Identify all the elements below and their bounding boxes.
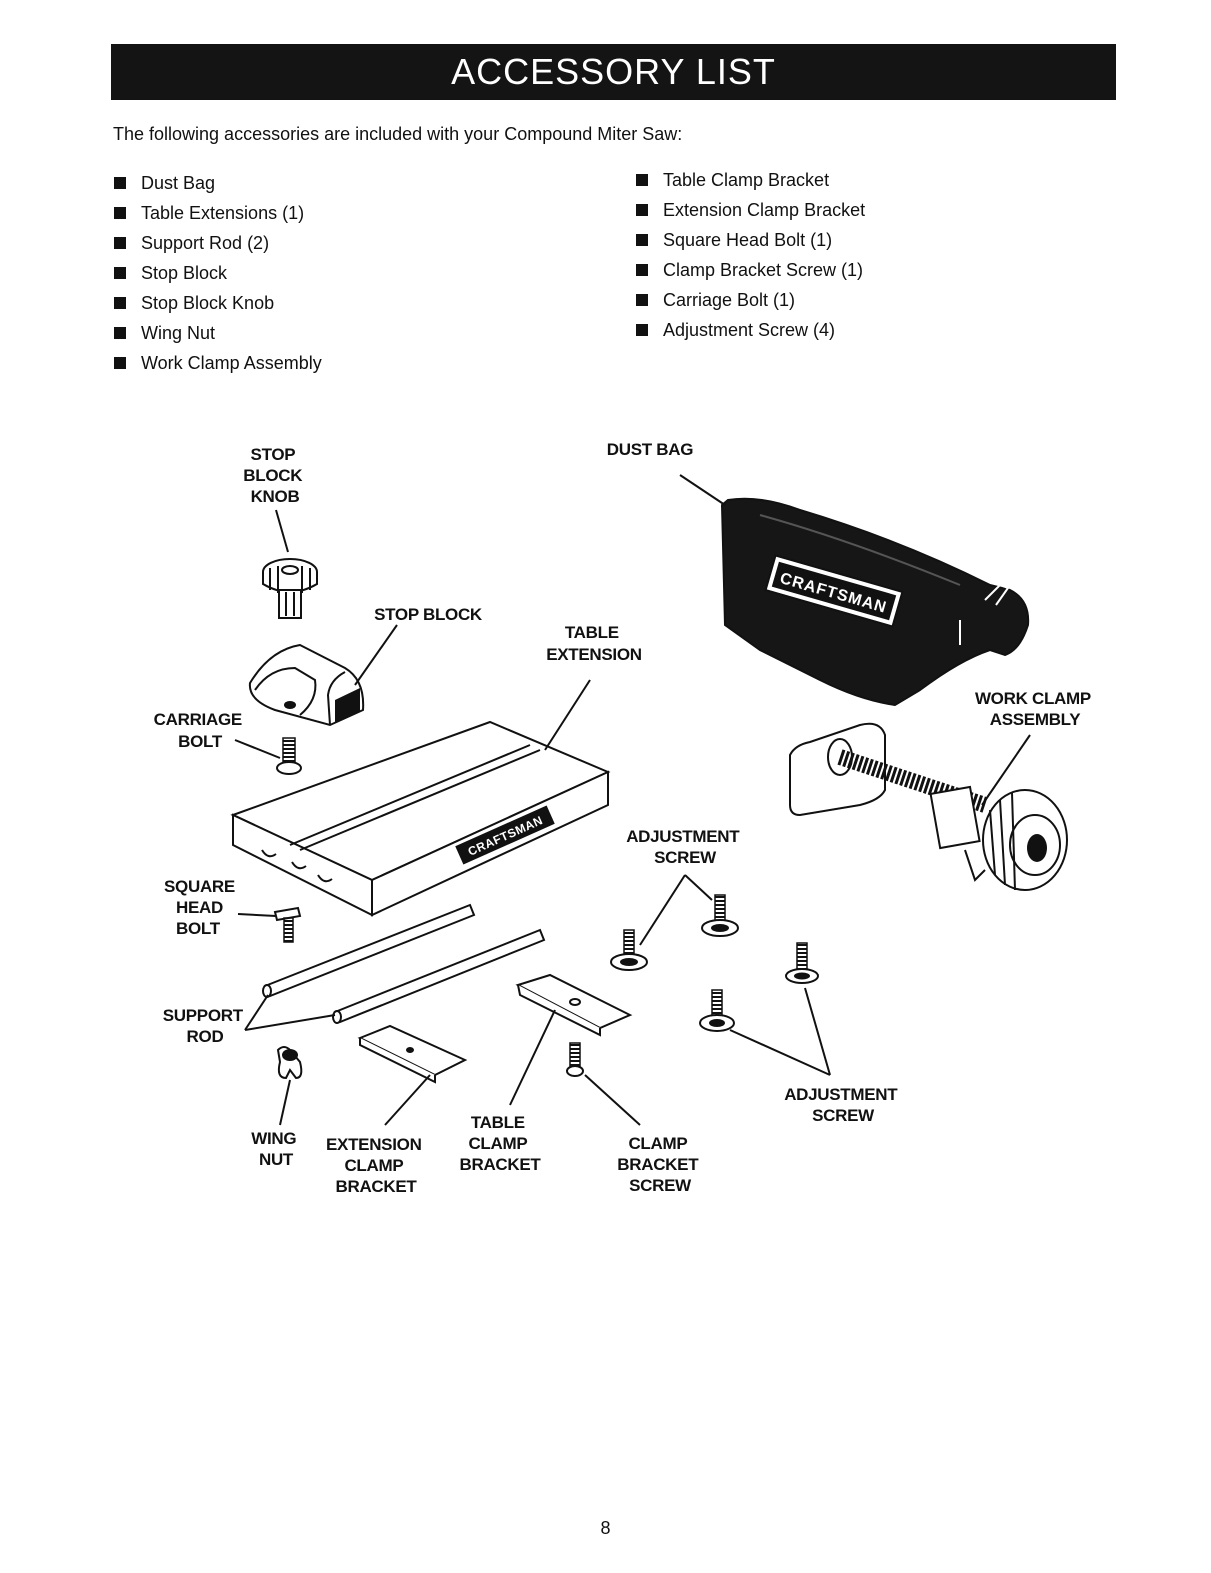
accessory-list-left: Dust Bag Table Extensions (1) Support Ro… xyxy=(114,168,322,378)
bullet-square-icon xyxy=(636,324,648,336)
label-wing-nut: WING NUT xyxy=(251,1129,301,1169)
label-stop-block-knob: STOP BLOCK KNOB xyxy=(243,445,306,506)
page-title: ACCESSORY LIST xyxy=(451,51,776,92)
work-clamp-assembly-illustration xyxy=(789,722,1068,891)
dust-bag-illustration: CRAFTSMAN xyxy=(720,497,1030,707)
bullet-square-icon xyxy=(114,207,126,219)
header-banner: ACCESSORY LIST xyxy=(111,44,1116,100)
bullet-square-icon xyxy=(114,267,126,279)
wing-nut-illustration xyxy=(276,1046,303,1080)
part-labels: STOP BLOCK KNOB DUST BAG STOP BLOCK TABL… xyxy=(154,440,1095,1196)
label-adjustment-screw-bottom: ADJUSTMENT SCREW xyxy=(784,1085,902,1125)
bullet-square-icon xyxy=(114,237,126,249)
list-item: Carriage Bolt (1) xyxy=(636,285,865,315)
list-item: Adjustment Screw (4) xyxy=(636,315,865,345)
bullet-square-icon xyxy=(636,234,648,246)
label-extension-clamp-bracket: EXTENSION CLAMP BRACKET xyxy=(326,1135,426,1196)
label-table-extension: TABLE EXTENSION xyxy=(546,623,642,664)
list-item: Wing Nut xyxy=(114,318,322,348)
bullet-square-icon xyxy=(636,204,648,216)
label-work-clamp-assembly: WORK CLAMP ASSEMBLY xyxy=(975,689,1095,729)
label-square-head-bolt: SQUARE HEAD BOLT xyxy=(164,877,239,938)
bullet-square-icon xyxy=(114,177,126,189)
label-adjustment-screw-top: ADJUSTMENT SCREW xyxy=(626,827,744,867)
carriage-bolt-illustration xyxy=(276,737,302,775)
label-stop-block: STOP BLOCK xyxy=(374,605,483,624)
list-item: Stop Block Knob xyxy=(114,288,322,318)
list-item: Work Clamp Assembly xyxy=(114,348,322,378)
bullet-square-icon xyxy=(114,297,126,309)
bullet-square-icon xyxy=(114,357,126,369)
list-item: Table Clamp Bracket xyxy=(636,165,865,195)
stop-block-illustration xyxy=(248,643,365,727)
list-item: Support Rod (2) xyxy=(114,228,322,258)
support-rod-illustration xyxy=(262,903,546,1024)
list-item: Clamp Bracket Screw (1) xyxy=(636,255,865,285)
extension-clamp-bracket-illustration xyxy=(357,1024,468,1084)
list-item: Table Extensions (1) xyxy=(114,198,322,228)
bullet-square-icon xyxy=(636,174,648,186)
table-extension-illustration: CRAFTSMAN xyxy=(230,720,611,917)
table-clamp-bracket-illustration xyxy=(515,973,633,1037)
list-item: Stop Block xyxy=(114,258,322,288)
square-head-bolt-illustration xyxy=(273,906,302,943)
adjustment-screw-illustration xyxy=(610,894,819,1032)
label-table-clamp-bracket: TABLE CLAMP BRACKET xyxy=(459,1113,541,1174)
accessory-list-right: Table Clamp Bracket Extension Clamp Brac… xyxy=(636,165,865,345)
clamp-bracket-screw-illustration xyxy=(566,1042,584,1077)
bullet-square-icon xyxy=(114,327,126,339)
label-clamp-bracket-screw: CLAMP BRACKET SCREW xyxy=(617,1134,702,1195)
leader-lines xyxy=(234,474,1031,1126)
label-carriage-bolt: CARRIAGE BOLT xyxy=(154,710,247,751)
label-support-rod: SUPPORT ROD xyxy=(163,1006,248,1046)
bullet-square-icon xyxy=(636,264,648,276)
list-item: Square Head Bolt (1) xyxy=(636,225,865,255)
list-item: Dust Bag xyxy=(114,168,322,198)
page-number: 8 xyxy=(600,1518,611,1538)
intro-text: The following accessories are included w… xyxy=(113,124,683,144)
stop-block-knob-illustration xyxy=(262,558,318,619)
label-dust-bag: DUST BAG xyxy=(607,440,693,459)
bullet-square-icon xyxy=(636,294,648,306)
list-item: Extension Clamp Bracket xyxy=(636,195,865,225)
